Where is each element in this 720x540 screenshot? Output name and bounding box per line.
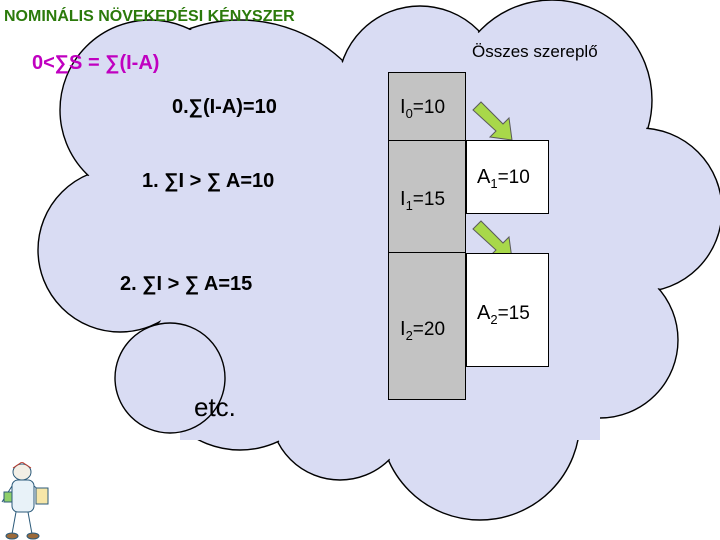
a1-index: 1	[490, 176, 497, 191]
a2-value: =15	[498, 303, 530, 324]
page-title: NOMINÁLIS NÖVEKEDÉSI KÉNYSZER	[4, 8, 295, 26]
accumulation-label-1: A1=10	[477, 166, 530, 191]
step-2: 2. ∑I > ∑ A=15	[120, 273, 252, 296]
i1-value: =15	[413, 189, 445, 210]
a1-letter: A	[477, 166, 490, 188]
investment-label-0: I0=10	[400, 96, 445, 121]
a2-index: 2	[490, 312, 497, 327]
sum-formula: 0<∑S = ∑(I-A)	[32, 52, 159, 75]
cartoon-figure	[0, 462, 52, 540]
step-etc: etc.	[194, 392, 236, 423]
a1-value: =10	[498, 167, 530, 188]
i0-index: 0	[406, 106, 413, 121]
step-1: 1. ∑I > ∑ A=10	[142, 170, 274, 193]
i2-index: 2	[406, 328, 413, 343]
a2-letter: A	[477, 302, 490, 324]
i2-value: =20	[413, 319, 445, 340]
i0-value: =10	[413, 97, 445, 118]
investment-label-1: I1=15	[400, 188, 445, 213]
actors-label: Összes szereplő	[472, 42, 598, 62]
i1-index: 1	[406, 198, 413, 213]
investment-label-2: I2=20	[400, 318, 445, 343]
step-0: 0.∑(I-A)=10	[172, 96, 277, 119]
accumulation-label-2: A2=15	[477, 302, 530, 327]
